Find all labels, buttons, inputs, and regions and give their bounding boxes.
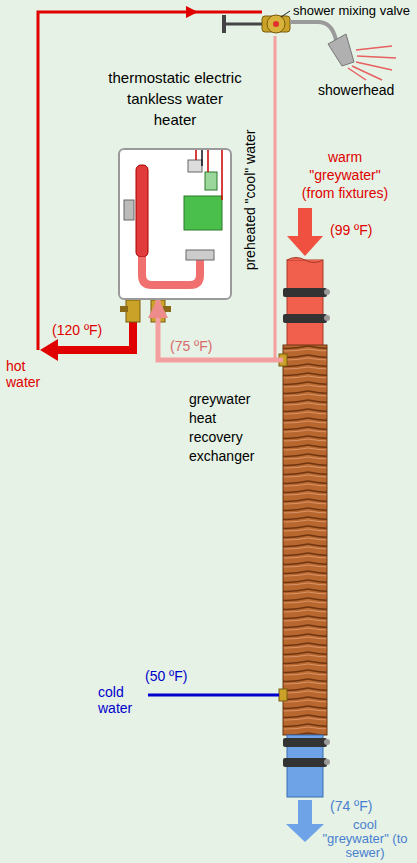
art-stroke bbox=[186, 6, 198, 18]
art-stroke bbox=[287, 236, 323, 256]
hot-supply-line bbox=[38, 6, 262, 350]
showerhead bbox=[290, 22, 396, 80]
art-stroke bbox=[196, 150, 222, 200]
art-stroke bbox=[267, 15, 285, 33]
art-stroke bbox=[328, 34, 354, 66]
art-stroke bbox=[205, 172, 217, 190]
node-label: greywater heat recovery exchanger bbox=[189, 390, 273, 466]
temperature-label: (75 ºF) bbox=[170, 338, 212, 354]
heat-exchanger: greywater heat recovery exchanger bbox=[283, 345, 327, 735]
art-stroke bbox=[281, 11, 290, 17]
preheated-water-line bbox=[275, 36, 285, 360]
callout-label: shower mixing valve bbox=[293, 3, 410, 19]
node-label: thermostatic electric tankless water hea… bbox=[108, 67, 242, 130]
temperature-label: (120 ºF) bbox=[52, 322, 102, 338]
art-stroke bbox=[283, 345, 327, 735]
flow-label: hot water bbox=[6, 358, 48, 390]
art-stroke bbox=[118, 148, 232, 300]
art-stroke bbox=[279, 689, 287, 701]
art-stroke bbox=[40, 339, 58, 361]
art-stroke bbox=[136, 165, 148, 257]
art-stroke bbox=[348, 46, 396, 80]
heater-body bbox=[118, 148, 232, 322]
art-stroke bbox=[148, 694, 279, 697]
art-stroke bbox=[287, 260, 323, 350]
pipe-label: preheated "cool" water bbox=[242, 130, 258, 271]
art-stroke bbox=[324, 739, 330, 745]
art-stroke bbox=[222, 15, 226, 33]
hot-water-pipe bbox=[40, 322, 133, 361]
art-stroke bbox=[188, 160, 202, 172]
flow-label: cold water bbox=[98, 684, 140, 716]
pipe-connector bbox=[158, 300, 283, 360]
art-stroke bbox=[38, 12, 262, 350]
cold-water-line bbox=[148, 695, 279, 696]
art-stroke bbox=[283, 314, 327, 323]
callout-label: showerhead bbox=[318, 82, 394, 98]
art-stroke bbox=[324, 759, 330, 765]
heater-box: thermostatic electric tankless water hea… bbox=[118, 148, 232, 300]
art-stroke bbox=[298, 800, 312, 824]
art-stroke bbox=[184, 196, 222, 230]
art-stroke bbox=[163, 306, 171, 312]
art-stroke bbox=[324, 289, 330, 295]
art-stroke bbox=[283, 758, 327, 767]
art-stroke bbox=[283, 738, 327, 747]
art-stroke bbox=[273, 21, 279, 27]
temperature-label: (74 ºF) bbox=[330, 798, 372, 814]
art-stroke bbox=[298, 208, 312, 236]
mixing-valve bbox=[224, 11, 290, 33]
art-stroke bbox=[262, 16, 290, 32]
flow-label: warm "greywater" (from fixtures) bbox=[296, 148, 394, 202]
art-stroke bbox=[275, 36, 285, 360]
art-stroke bbox=[283, 288, 327, 297]
art-stroke bbox=[324, 315, 330, 321]
inflow-arrow bbox=[287, 208, 323, 256]
art-stroke bbox=[286, 824, 324, 842]
art-stroke bbox=[201, 150, 203, 166]
art-stroke bbox=[120, 306, 128, 312]
temperature-label: (50 ºF) bbox=[145, 668, 187, 684]
art-stroke bbox=[287, 258, 323, 263]
flow-label: cool "greywater" (to sewer) bbox=[322, 818, 408, 860]
art-stroke bbox=[224, 23, 266, 26]
art-stroke bbox=[290, 22, 336, 40]
drain-pipe bbox=[279, 258, 330, 798]
art-stroke bbox=[124, 200, 134, 220]
outflow-arrow bbox=[286, 800, 324, 842]
art-stroke bbox=[126, 300, 140, 322]
temperature-label: (99 ºF) bbox=[330, 222, 372, 238]
art-stroke bbox=[186, 250, 214, 260]
